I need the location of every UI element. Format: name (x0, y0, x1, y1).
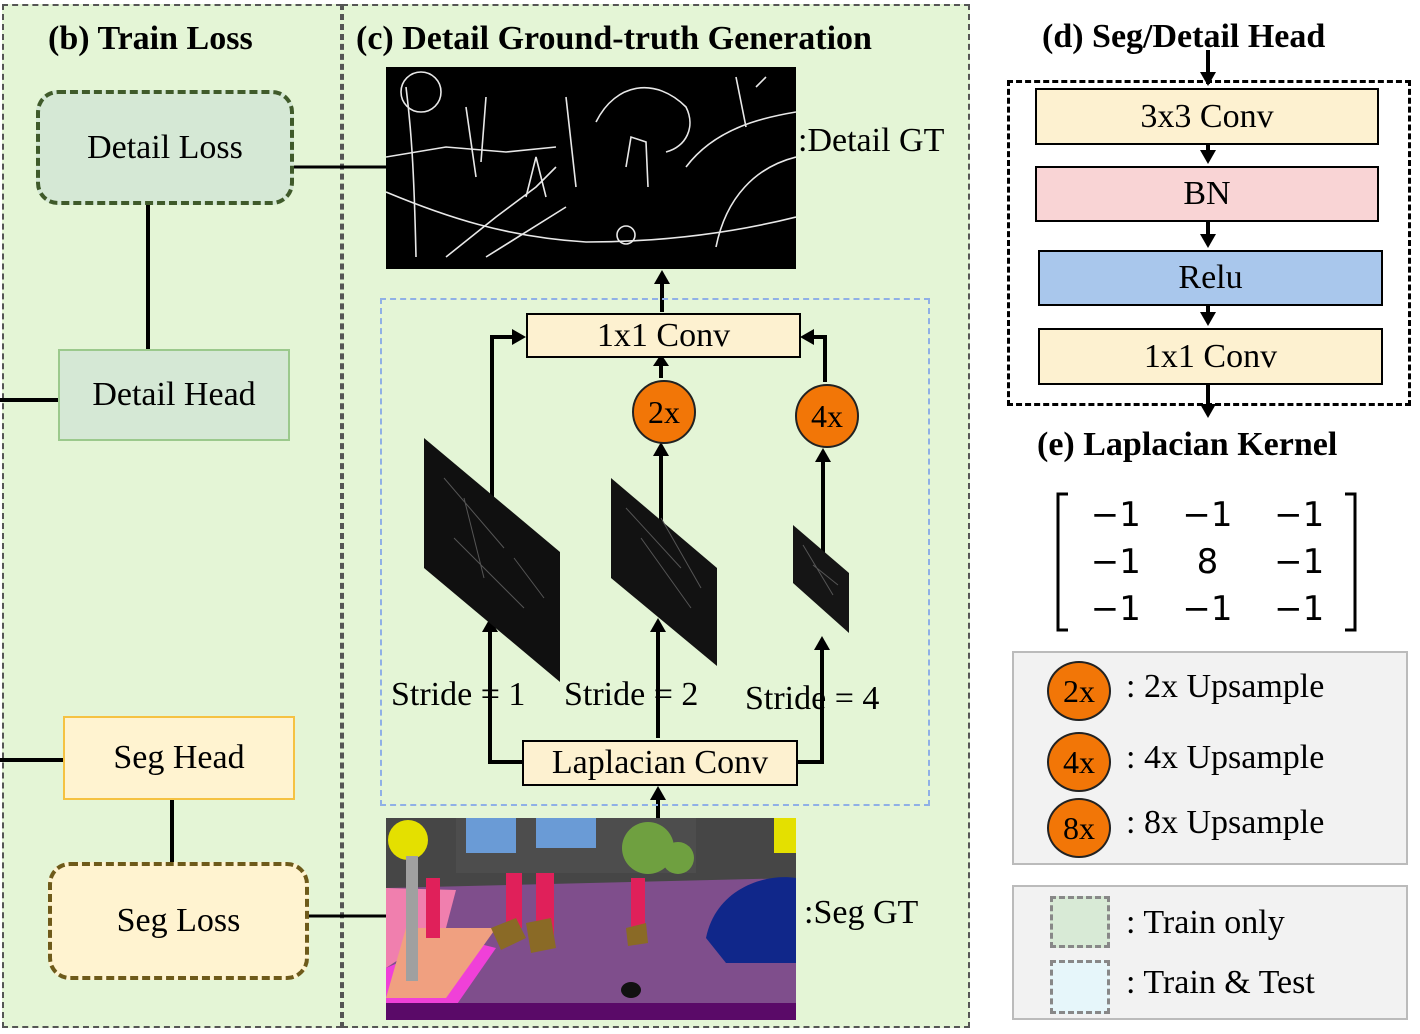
legend-8x-badge: 8x (1047, 798, 1111, 858)
head-conv3x3-box: 3x3 Conv (1035, 88, 1379, 145)
detail-gt-image (386, 67, 796, 269)
legend-8x-text: : 8x Upsample (1126, 804, 1325, 841)
panel-c-title: (c) Detail Ground-truth Generation (356, 20, 872, 57)
feature-map-stride1 (424, 438, 560, 682)
kernel-cell: 8 (1196, 541, 1219, 582)
legend-4x-text: : 4x Upsample (1126, 739, 1325, 776)
seg-gt-label: :Seg GT (804, 894, 919, 931)
train-only-text: : Train only (1126, 904, 1285, 941)
stride-4-label: Stride = 4 (745, 680, 880, 717)
kernel-cell: −1 (1274, 495, 1325, 536)
detail-head-box: Detail Head (58, 349, 290, 441)
feature-map-stride2 (611, 478, 717, 666)
conv-1x1-box: 1x1 Conv (526, 313, 801, 358)
legend-4x-badge: 4x (1047, 732, 1111, 792)
legend-2x-badge: 2x (1047, 661, 1111, 721)
laplacian-conv-box: Laplacian Conv (522, 740, 798, 786)
seg-loss-box: Seg Loss (48, 862, 309, 980)
train-only-swatch (1050, 896, 1110, 948)
kernel-cell: −1 (1090, 541, 1141, 582)
upsample-4x-badge: 4x (795, 384, 859, 448)
stride-1-label: Stride = 1 (391, 676, 526, 713)
detail-gt-label: :Detail GT (798, 122, 945, 159)
kernel-brackets (1056, 492, 1357, 632)
detail-loss-box: Detail Loss (36, 90, 294, 205)
legend-2x-text: : 2x Upsample (1126, 668, 1325, 705)
kernel-cell: −1 (1182, 495, 1233, 536)
kernel-cell: −1 (1090, 588, 1141, 629)
kernel-cell: −1 (1090, 495, 1141, 536)
head-bn-box: BN (1035, 166, 1379, 222)
seg-gt-image (386, 818, 796, 1020)
kernel-cell: −1 (1182, 588, 1233, 629)
head-container (1007, 80, 1411, 406)
upsample-2x-badge: 2x (632, 380, 696, 444)
kernel-cell: −1 (1274, 588, 1325, 629)
laplacian-kernel-matrix: −1 −1 −1 −1 8 −1 −1 −1 −1 (1070, 492, 1345, 632)
head-relu-box: Relu (1038, 250, 1383, 306)
panel-d-title: (d) Seg/Detail Head (1042, 18, 1326, 55)
feature-map-stride4 (793, 525, 849, 633)
seg-head-box: Seg Head (63, 716, 295, 800)
train-test-swatch (1050, 960, 1110, 1014)
stride-2-label: Stride = 2 (564, 676, 699, 713)
panel-b-title: (b) Train Loss (48, 20, 253, 57)
head-conv1x1-box: 1x1 Conv (1038, 328, 1383, 385)
panel-e-title: (e) Laplacian Kernel (1037, 426, 1338, 463)
laplacian-region (380, 298, 930, 806)
train-test-text: : Train & Test (1126, 964, 1315, 1001)
kernel-cell: −1 (1274, 541, 1325, 582)
